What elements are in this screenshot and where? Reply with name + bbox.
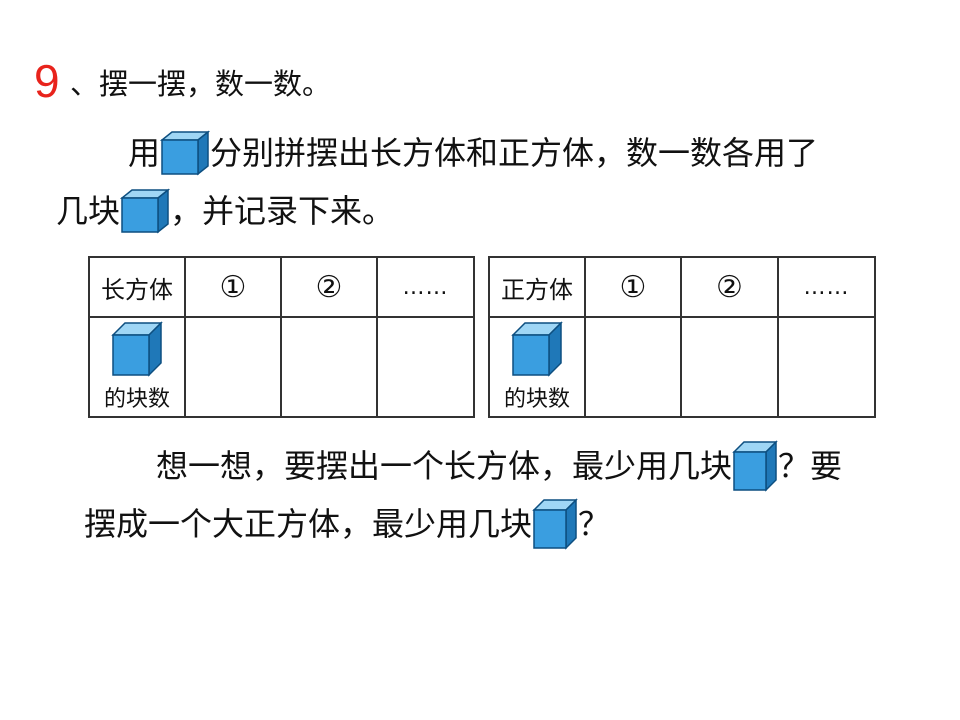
cube-icon [511,321,563,377]
cube-icon [532,498,578,550]
table-answer-cell-1[interactable] [584,316,682,418]
table-cuboid: 长方体 ① ② …… 的块数 [88,256,475,418]
think-text: 想一想，要摆出一个长方体，最少用几块 [156,447,733,485]
cube-icon [120,188,171,234]
table-answer-cell-2[interactable] [680,316,779,418]
table-header-label: 长方体 [88,256,186,318]
think-text: 摆成一个大正方体，最少用几块 [84,505,533,543]
table-col-1: ① [584,256,682,318]
think-text: ？ [578,505,611,543]
table-header-label: 正方体 [488,256,586,318]
table-answer-cell-3[interactable] [777,316,876,418]
table-row-label: 的块数 [103,387,170,412]
cube-icon [160,130,211,176]
cube-icon [732,440,778,492]
instruction-text: 用 [128,134,161,172]
instruction-text: ，并记录下来。 [170,192,395,230]
table-col-more: …… [376,256,475,318]
table-row-label-cell: 的块数 [488,316,586,418]
table-cube: 正方体 ① ② …… 的块数 [488,256,876,418]
instruction-text: 几块 [56,192,121,230]
question-title: 、摆一摆，数一数。 [70,67,332,101]
table-answer-cell-3[interactable] [376,316,475,418]
think-line-1: 想一想，要摆出一个长方体，最少用几块 ？要 [156,440,842,492]
table-col-2: ② [280,256,378,318]
question-number: 9 [34,55,60,107]
table-answer-cell-1[interactable] [184,316,282,418]
table-col-2: ② [680,256,779,318]
table-row-label: 的块数 [503,387,570,412]
think-text: ？要 [778,447,843,485]
instruction-line-1: 用 分别拼摆出长方体和正方体，数一数各用了 [128,130,818,176]
cube-icon [111,321,163,377]
table-row-label-cell: 的块数 [88,316,186,418]
instruction-text: 分别拼摆出长方体和正方体，数一数各用了 [210,134,819,172]
think-line-2: 摆成一个大正方体，最少用几块 ？ [84,498,610,550]
table-col-more: …… [777,256,876,318]
instruction-line-2: 几块 ，并记录下来。 [56,188,394,234]
table-answer-cell-2[interactable] [280,316,378,418]
table-col-1: ① [184,256,282,318]
